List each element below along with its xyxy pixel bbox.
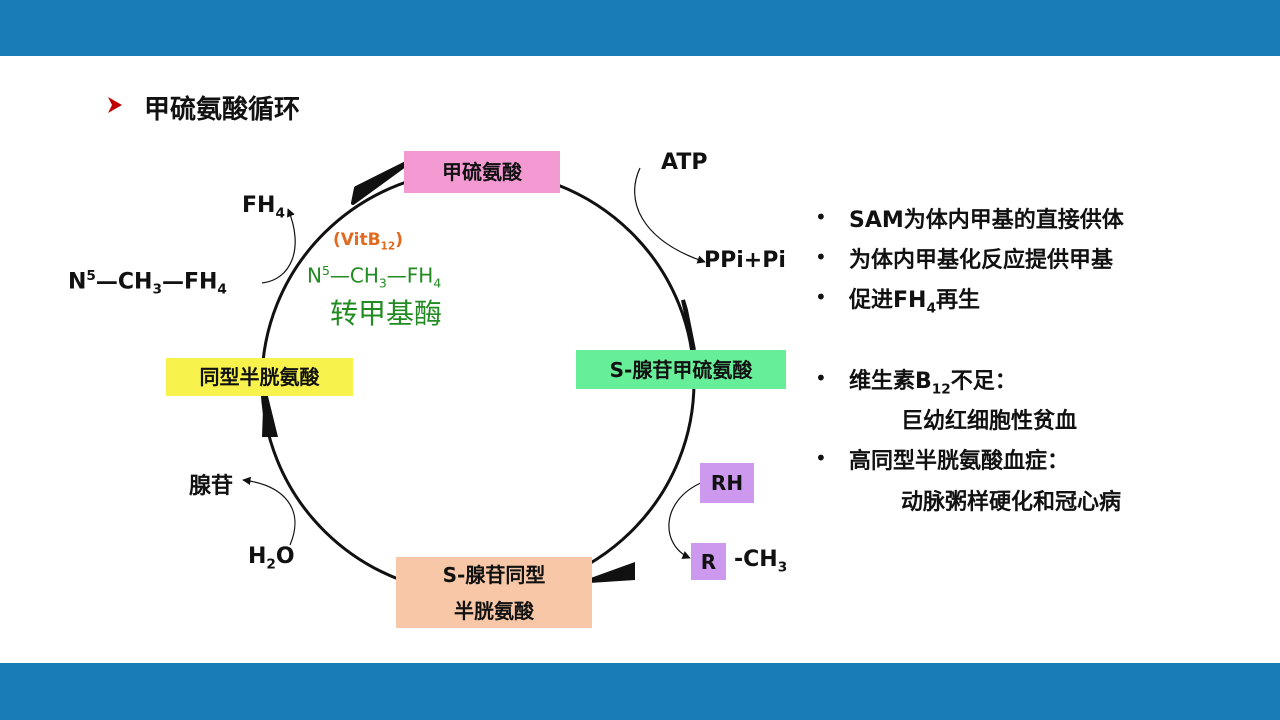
b3-post: 再生 <box>935 288 980 313</box>
bullet-marker-5: • <box>815 446 827 470</box>
b4-sub: 12 <box>931 381 951 398</box>
b4-post: 不足： <box>950 369 1017 394</box>
b3-sub: 4 <box>926 300 936 317</box>
es-sub2: 4 <box>433 275 442 291</box>
methyl-label-text: -CH <box>734 547 778 572</box>
bullet-marker-4: • <box>815 366 827 390</box>
n5-sub2: 4 <box>217 281 227 298</box>
n5-ch: —CH <box>95 269 153 295</box>
fh4-text: FH <box>242 193 276 218</box>
water-label: H2O <box>248 544 295 572</box>
n5-sub1: 3 <box>152 281 162 298</box>
bullet-fh4: 促进FH4再生 <box>849 282 980 316</box>
enzyme-substrate-label: N5—CH3—FH4 <box>307 263 441 291</box>
bullet-vitb12-detail: 巨幼红细胞性贫血 <box>901 409 1078 434</box>
ppi-label: PPi+Pi <box>704 248 786 273</box>
title-arrow-icon <box>108 97 122 113</box>
homocysteine-node: 同型半胱氨酸 <box>166 358 353 396</box>
n5-sup: 5 <box>86 268 96 284</box>
b3-pre: 促进FH <box>849 288 927 313</box>
bullet-homocysteinemia-detail: 动脉粥样硬化和冠心病 <box>901 490 1122 515</box>
cycle-arrow-top <box>351 158 414 205</box>
n5-methyl-thf-label: N5—CH3—FH4 <box>68 268 227 298</box>
top-banner <box>0 0 1280 56</box>
es-sup: 5 <box>321 263 330 278</box>
fh4-label: FH4 <box>242 193 285 221</box>
cofactor-post: ) <box>395 230 403 250</box>
rh-node: RH <box>700 463 754 503</box>
n5-n: N <box>68 269 87 295</box>
es-ch: —CH <box>329 263 379 288</box>
sah-node: S-腺苷同型 半胱氨酸 <box>396 557 592 628</box>
es-n: N <box>307 263 322 288</box>
bullet-marker-1: • <box>815 205 827 229</box>
sam-node: S-腺苷甲硫氨酸 <box>576 350 786 389</box>
hydrolysis-curve <box>242 476 296 546</box>
sah-node-line2: 半胱氨酸 <box>454 598 534 623</box>
es-sub1: 3 <box>378 275 387 291</box>
methionine-node: 甲硫氨酸 <box>404 151 560 193</box>
methyl-label: -CH3 <box>734 547 787 575</box>
r-node: R <box>691 543 726 580</box>
bullet-homocysteinemia: 高同型半胱氨酸血症： <box>849 449 1070 474</box>
bullet-vitb12: 维生素B12不足： <box>849 363 1017 397</box>
cofactor-label: (VitB12) <box>333 230 403 252</box>
water-o: O <box>275 544 295 569</box>
bottom-banner <box>0 663 1280 720</box>
bullet-marker-2: • <box>815 245 827 269</box>
bullet-sam-donor: SAM为体内甲基的直接供体 <box>849 208 1124 233</box>
cycle-arrow-right <box>681 299 696 351</box>
bullet-marker-3: • <box>815 285 827 309</box>
slide-title: 甲硫氨酸循环 <box>144 95 301 125</box>
atp-label: ATP <box>661 150 708 175</box>
es-fh: —FH <box>386 263 434 288</box>
methyl-label-sub: 3 <box>777 559 788 576</box>
b4-pre: 维生素B <box>849 369 932 394</box>
bullet-methylation: 为体内甲基化反应提供甲基 <box>849 248 1114 273</box>
water-h: H <box>248 544 267 569</box>
sah-node-line1: S-腺苷同型 <box>442 562 546 587</box>
methyl-transfer-curve <box>668 481 704 559</box>
cofactor-pre: (VitB <box>333 230 381 250</box>
enzyme-name-label: 转甲基酶 <box>330 297 443 330</box>
adenosine-label: 腺苷 <box>189 474 234 499</box>
fh4-regeneration-curve <box>261 208 296 284</box>
n5-fh: —FH <box>161 269 218 295</box>
atp-curve <box>634 167 706 264</box>
cofactor-sub: 12 <box>380 240 396 253</box>
water-sub: 2 <box>266 556 276 573</box>
fh4-sub: 4 <box>275 205 285 222</box>
